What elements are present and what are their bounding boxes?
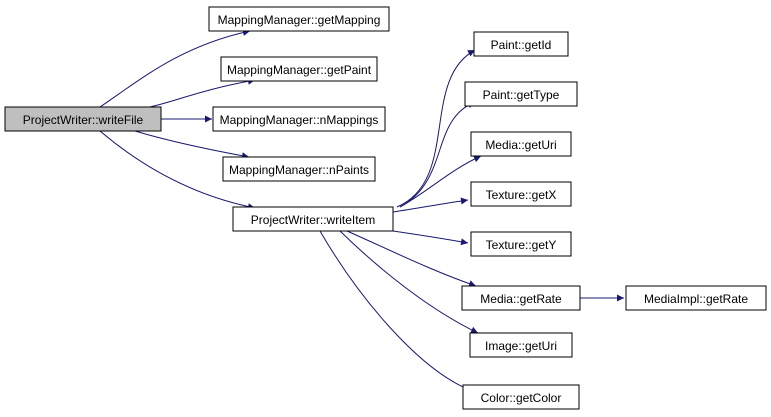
node-mappingmanager-npaints[interactable]: MappingManager::nPaints [222,156,376,182]
node-label: Paint::getId [491,38,552,52]
node-mappingmanager-getmapping[interactable]: MappingManager::getMapping [208,6,390,32]
nodes: ProjectWriter::writeFileMappingManager::… [4,6,767,410]
node-label: MappingManager::getPaint [227,63,372,77]
edges [99,29,624,391]
node-box [461,285,581,311]
node-paint-getid[interactable]: Paint::getId [473,31,569,57]
node-box [473,31,569,57]
node-mappingmanager-nmappings[interactable]: MappingManager::nMappings [212,106,386,132]
node-box [232,206,394,232]
node-mappingmanager-getpaint[interactable]: MappingManager::getPaint [220,56,378,82]
node-box [4,106,162,132]
edge-projectwriter-writefile-to-mappingmanager-getpaint [149,77,256,108]
node-label: MediaImpl::getRate [644,292,748,306]
edge-projectwriter-writeitem-to-media-geturi [399,155,482,208]
node-box [464,81,578,107]
edge-projectwriter-writeitem-to-texture-getx [392,197,469,213]
node-box [222,156,376,182]
edge-projectwriter-writeitem-to-paint-gettype [399,101,476,208]
node-texture-getx[interactable]: Texture::getX [470,181,572,207]
node-label: Image::getUri [485,339,557,353]
node-label: MappingManager::getMapping [218,13,381,27]
edge-projectwriter-writeitem-to-media-getrate [346,230,477,288]
node-label: Texture::getY [486,238,557,252]
node-box [469,332,573,358]
node-box [212,106,386,132]
edge-projectwriter-writefile-to-mappingmanager-npaints [134,130,250,160]
edge-projectwriter-writeitem-to-color-getcolor [319,230,471,391]
node-label: ProjectWriter::writeFile [23,113,144,127]
node-image-geturi[interactable]: Image::getUri [469,332,573,358]
node-label: Media::getUri [485,138,556,152]
edge-projectwriter-writeitem-to-paint-getid [396,49,476,208]
node-paint-gettype[interactable]: Paint::getType [464,81,578,107]
node-projectwriter-writefile[interactable]: ProjectWriter::writeFile [4,106,162,132]
node-label: ProjectWriter::writeItem [251,213,375,227]
edge-projectwriter-writeitem-to-image-geturi [339,230,479,334]
node-projectwriter-writeitem[interactable]: ProjectWriter::writeItem [232,206,394,232]
node-label: MappingManager::nMappings [220,113,379,127]
node-box [470,131,572,157]
node-media-getrate[interactable]: Media::getRate [461,285,581,311]
node-box [470,231,572,257]
node-label: MappingManager::nPaints [229,163,369,177]
edge-projectwriter-writeitem-to-texture-gety [392,230,469,246]
node-label: Texture::getX [486,188,557,202]
node-media-geturi[interactable]: Media::getUri [470,131,572,157]
node-label: Paint::getType [483,88,560,102]
node-box [625,285,767,311]
node-box [220,56,378,82]
node-box [462,384,580,410]
node-label: Color::getColor [481,391,562,405]
node-texture-gety[interactable]: Texture::getY [470,231,572,257]
node-mediaimpl-getrate[interactable]: MediaImpl::getRate [625,285,767,311]
edge-projectwriter-writefile-to-projectwriter-writeitem [99,130,256,211]
node-box [470,181,572,207]
node-color-getcolor[interactable]: Color::getColor [462,384,580,410]
node-box [208,6,390,32]
edge-projectwriter-writefile-to-mappingmanager-getmapping [99,29,251,108]
node-label: Media::getRate [480,292,562,306]
